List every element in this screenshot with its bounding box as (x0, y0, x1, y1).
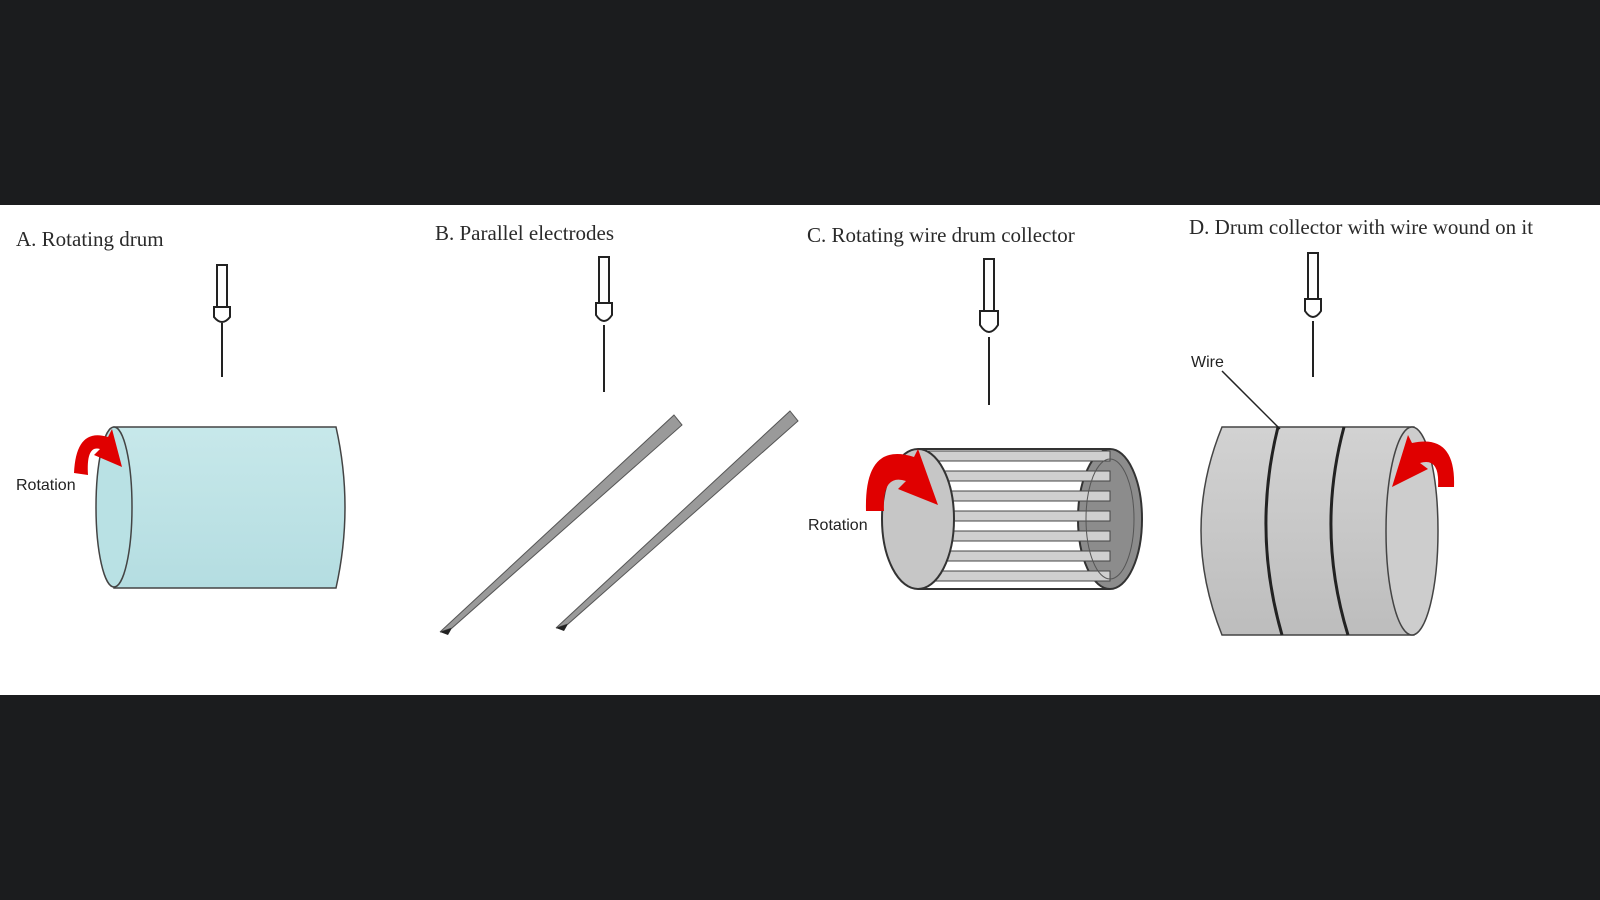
figure-drawing (74, 252, 1455, 636)
panel-b-diagram (439, 256, 799, 635)
panel-c-needle (979, 258, 999, 405)
panel-b-electrode-right (555, 410, 799, 629)
panel-d-diagram (1200, 252, 1455, 636)
panel-c-diagram (865, 258, 1143, 590)
panel-a-needle (213, 264, 231, 377)
panel-a-drum (95, 426, 346, 589)
panel-d-drum (1200, 426, 1439, 636)
panel-a-title: A. Rotating drum (16, 227, 164, 251)
panel-d-needle (1304, 252, 1322, 377)
panel-a-diagram (74, 264, 346, 589)
panel-a-rotation-arrow (74, 429, 122, 475)
panel-d-title: D. Drum collector with wire wound on it (1189, 215, 1534, 239)
panel-a-rotation-label: Rotation (16, 477, 76, 494)
panel-c-wire-drum (881, 448, 1143, 590)
panel-c-rotation-arrow (865, 449, 938, 511)
panel-b-title: B. Parallel electrodes (435, 221, 615, 245)
panel-d-wire-label: Wire (1191, 354, 1224, 371)
panel-b-needle (595, 256, 613, 392)
panel-c-rotation-label: Rotation (808, 517, 868, 534)
panel-d-rotation-arrow (1392, 435, 1455, 487)
electrospinning-collectors-figure: A. Rotating drum Rotation B. Parallel el… (0, 205, 1600, 695)
panel-c-title: C. Rotating wire drum collector (807, 223, 1075, 247)
panel-b-electrode-left (439, 414, 683, 633)
panel-d-wire-pointer (1221, 370, 1281, 430)
